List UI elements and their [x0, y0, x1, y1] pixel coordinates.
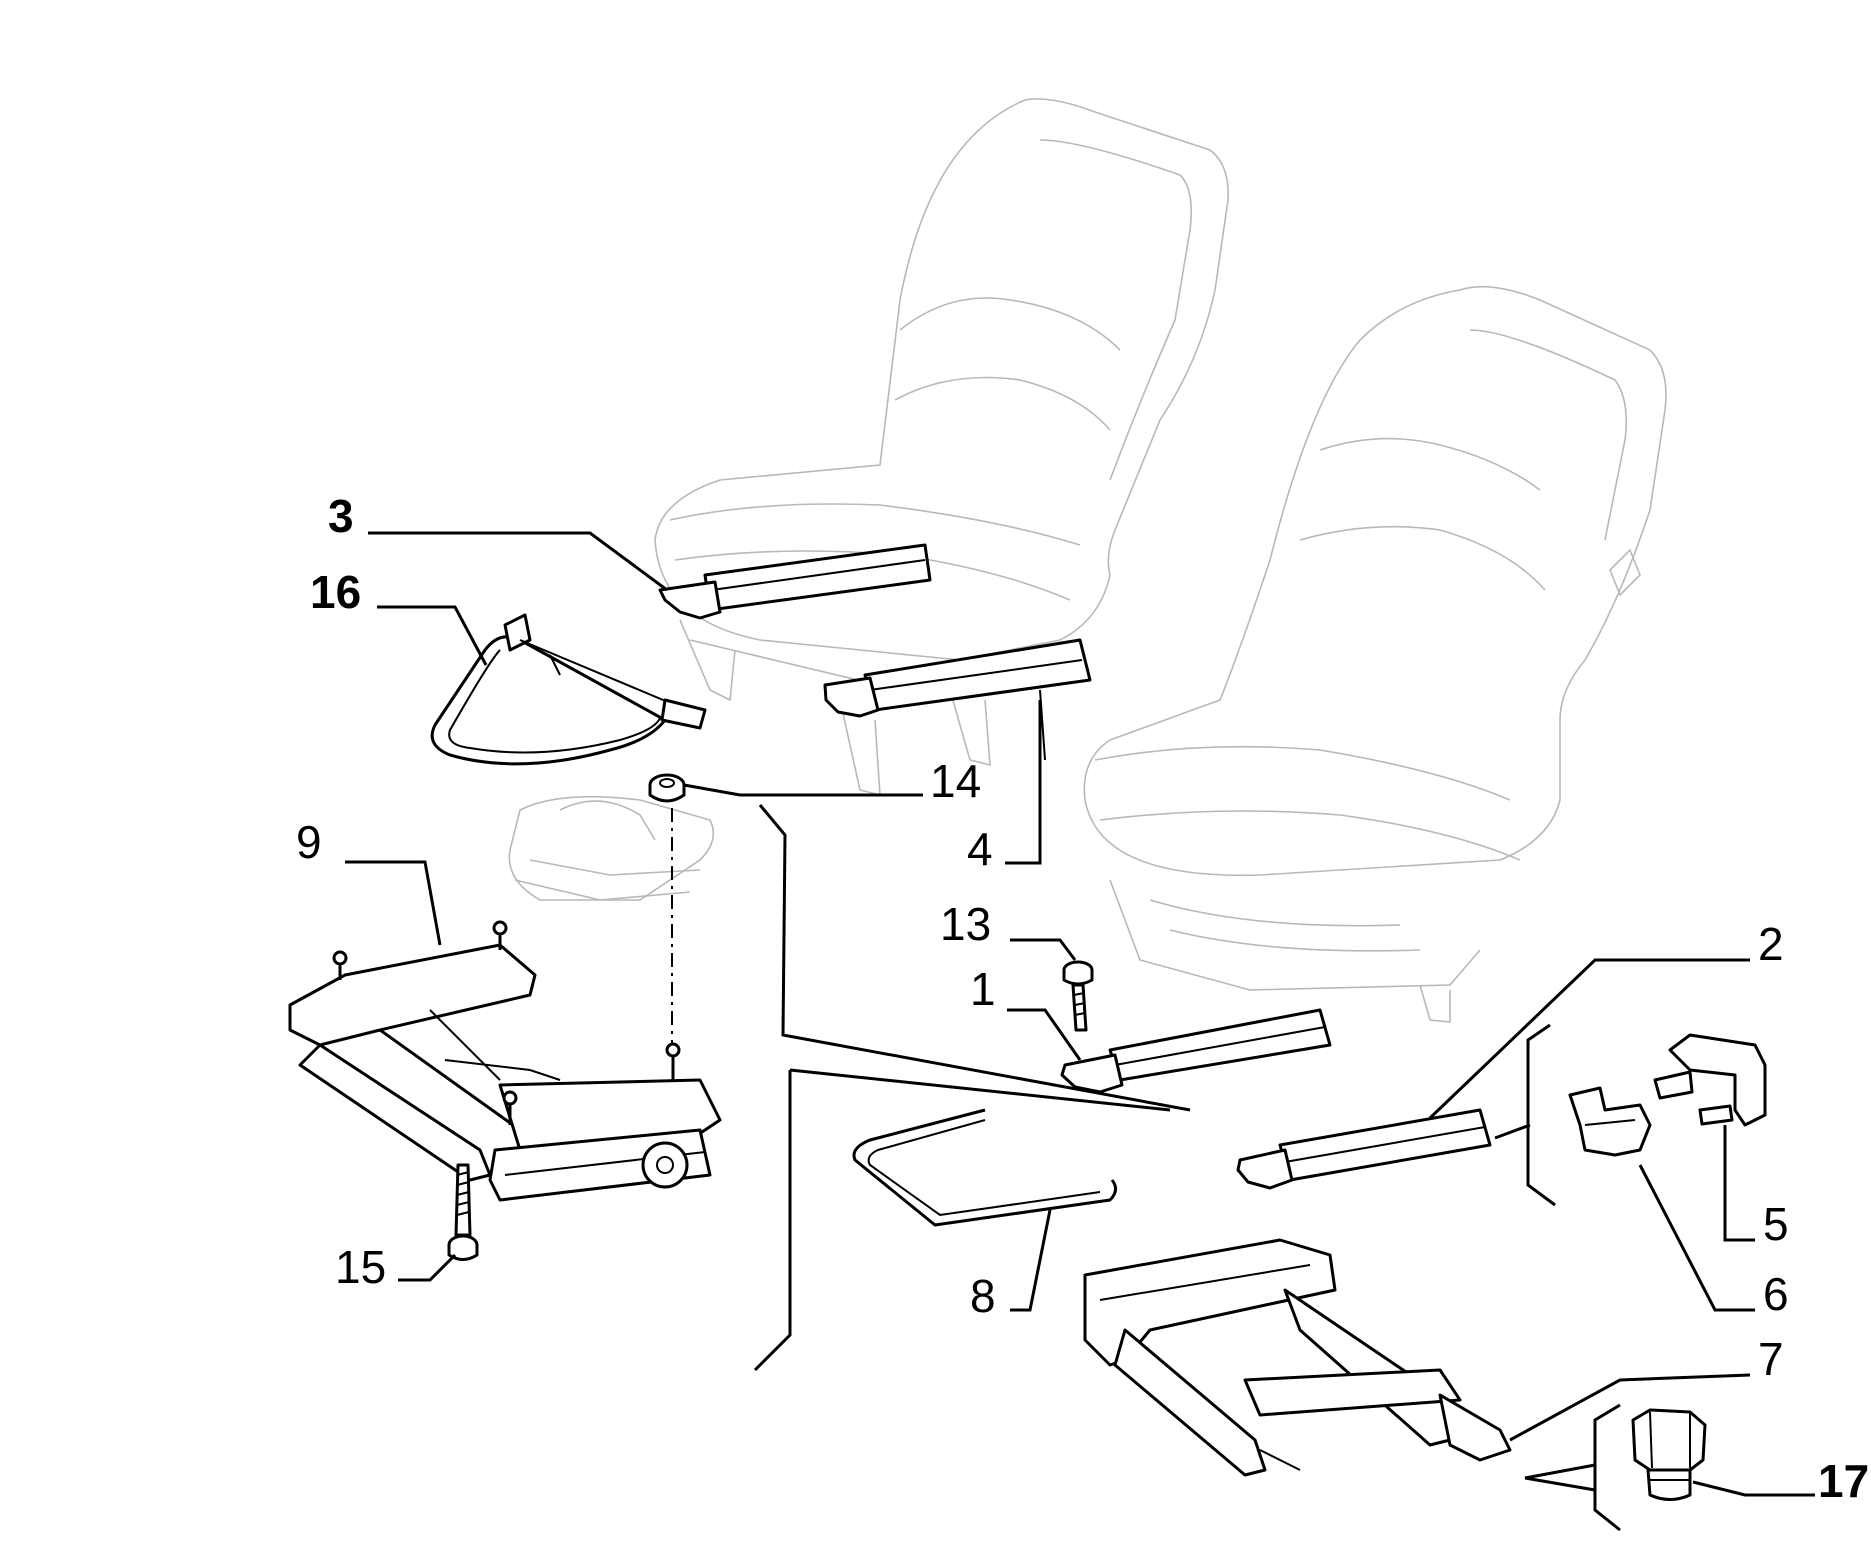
leader-8	[1010, 1209, 1052, 1312]
leader-5	[1723, 1125, 1755, 1242]
callout-17: 17	[1818, 1455, 1869, 1507]
leader-7	[1509, 1373, 1751, 1442]
callout-6: 6	[1763, 1268, 1789, 1320]
leader-1	[1007, 1008, 1082, 1061]
callout-8: 8	[970, 1270, 996, 1322]
part-9-seat-base-frame	[288, 920, 722, 1202]
leader-long-8	[753, 1070, 792, 1372]
leader-lines	[345, 531, 1815, 1532]
callout-16: 16	[310, 566, 361, 618]
bracket-7	[1593, 1403, 1621, 1532]
callout-3: 3	[328, 490, 354, 542]
part-4-lower-rail	[823, 638, 1092, 761]
part-5-bracket-cap	[1653, 1033, 1767, 1127]
leader-13	[1010, 938, 1077, 961]
leader-16	[377, 605, 488, 666]
part-17-bolt	[1631, 1408, 1707, 1501]
callout-13: 13	[940, 898, 991, 950]
part-15-bolt	[447, 1163, 479, 1261]
callout-1: 1	[970, 963, 996, 1015]
leader-4	[1005, 700, 1042, 865]
callout-9: 9	[296, 816, 322, 868]
leader-9	[345, 860, 442, 946]
ghost-seat-right	[1083, 285, 1667, 1023]
part-8-wire-bar	[852, 1108, 1117, 1227]
leader-long-1	[789, 1068, 1171, 1112]
callout-2: 2	[1758, 918, 1784, 970]
callout-4: 4	[967, 823, 993, 875]
bracket-2	[1526, 1023, 1556, 1207]
callout-7: 7	[1758, 1333, 1784, 1385]
leader-2b	[1494, 1123, 1531, 1140]
part-14-nut	[648, 773, 686, 803]
part-3-upper-rail	[658, 543, 932, 620]
callout-5: 5	[1763, 1198, 1789, 1250]
leader-15	[398, 1253, 457, 1282]
callout-14: 14	[930, 755, 981, 807]
part-16-wire-handle	[430, 613, 707, 766]
part-1-rail	[1060, 1008, 1332, 1094]
leader-2	[1428, 958, 1750, 1120]
leader-17	[1692, 1480, 1815, 1497]
part-2-rail	[1236, 1108, 1492, 1190]
leader-3	[368, 531, 668, 592]
leader-14	[683, 783, 923, 797]
part-6-small-bracket	[1568, 1086, 1652, 1157]
callout-labels: 3 16 14 9 4 13 1 15 8 2 5 6 7 17	[296, 490, 1869, 1507]
part-7-seat-base-frame	[1083, 1238, 1512, 1477]
leader-7b	[1524, 1463, 1596, 1492]
callout-15: 15	[335, 1241, 386, 1293]
leader-6	[1638, 1164, 1755, 1312]
part-13-screw	[1062, 960, 1094, 1032]
leader-long-14	[758, 804, 1191, 1112]
ghost-base-left	[508, 795, 715, 901]
